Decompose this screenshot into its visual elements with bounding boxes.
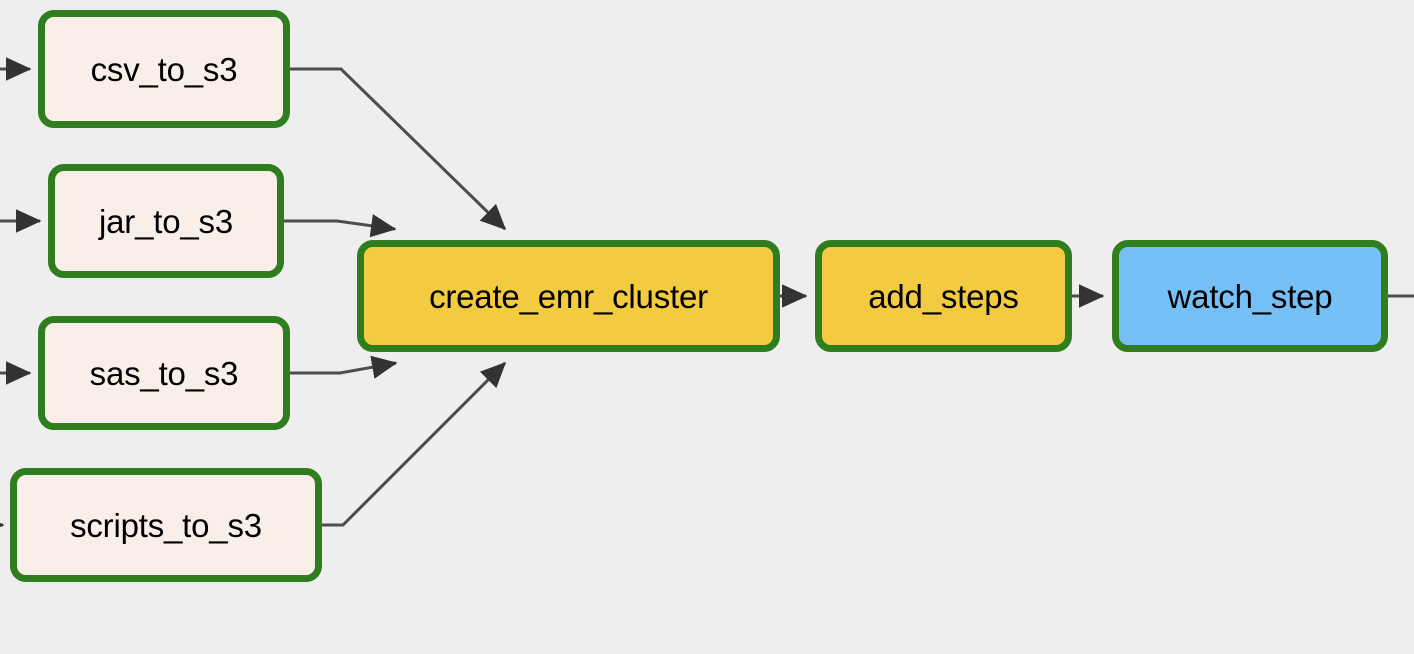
dag-node-add-steps[interactable]: add_steps: [815, 240, 1072, 352]
dag-node-create-emr-cluster[interactable]: create_emr_cluster: [357, 240, 780, 352]
dag-node-label: scripts_to_s3: [70, 506, 262, 544]
dag-edge: [284, 214, 397, 238]
dag-node-label: sas_to_s3: [89, 354, 239, 392]
dag-node-watch-step[interactable]: watch_step: [1112, 240, 1388, 352]
dag-edge: [290, 355, 398, 379]
dag-node-label: create_emr_cluster: [429, 277, 708, 315]
dag-edge: [322, 361, 507, 527]
dag-node-scripts-to-s3[interactable]: scripts_to_s3: [10, 468, 322, 582]
dag-node-jar-to-s3[interactable]: jar_to_s3: [48, 164, 284, 278]
dag-edge: [290, 67, 507, 231]
dag-node-sas-to-s3[interactable]: sas_to_s3: [38, 316, 290, 430]
dag-node-label: csv_to_s3: [90, 50, 238, 88]
dag-node-label: watch_step: [1167, 277, 1333, 315]
dag-node-csv-to-s3[interactable]: csv_to_s3: [38, 10, 290, 128]
dag-node-label: add_steps: [868, 277, 1019, 315]
dag-node-label: jar_to_s3: [99, 202, 233, 240]
